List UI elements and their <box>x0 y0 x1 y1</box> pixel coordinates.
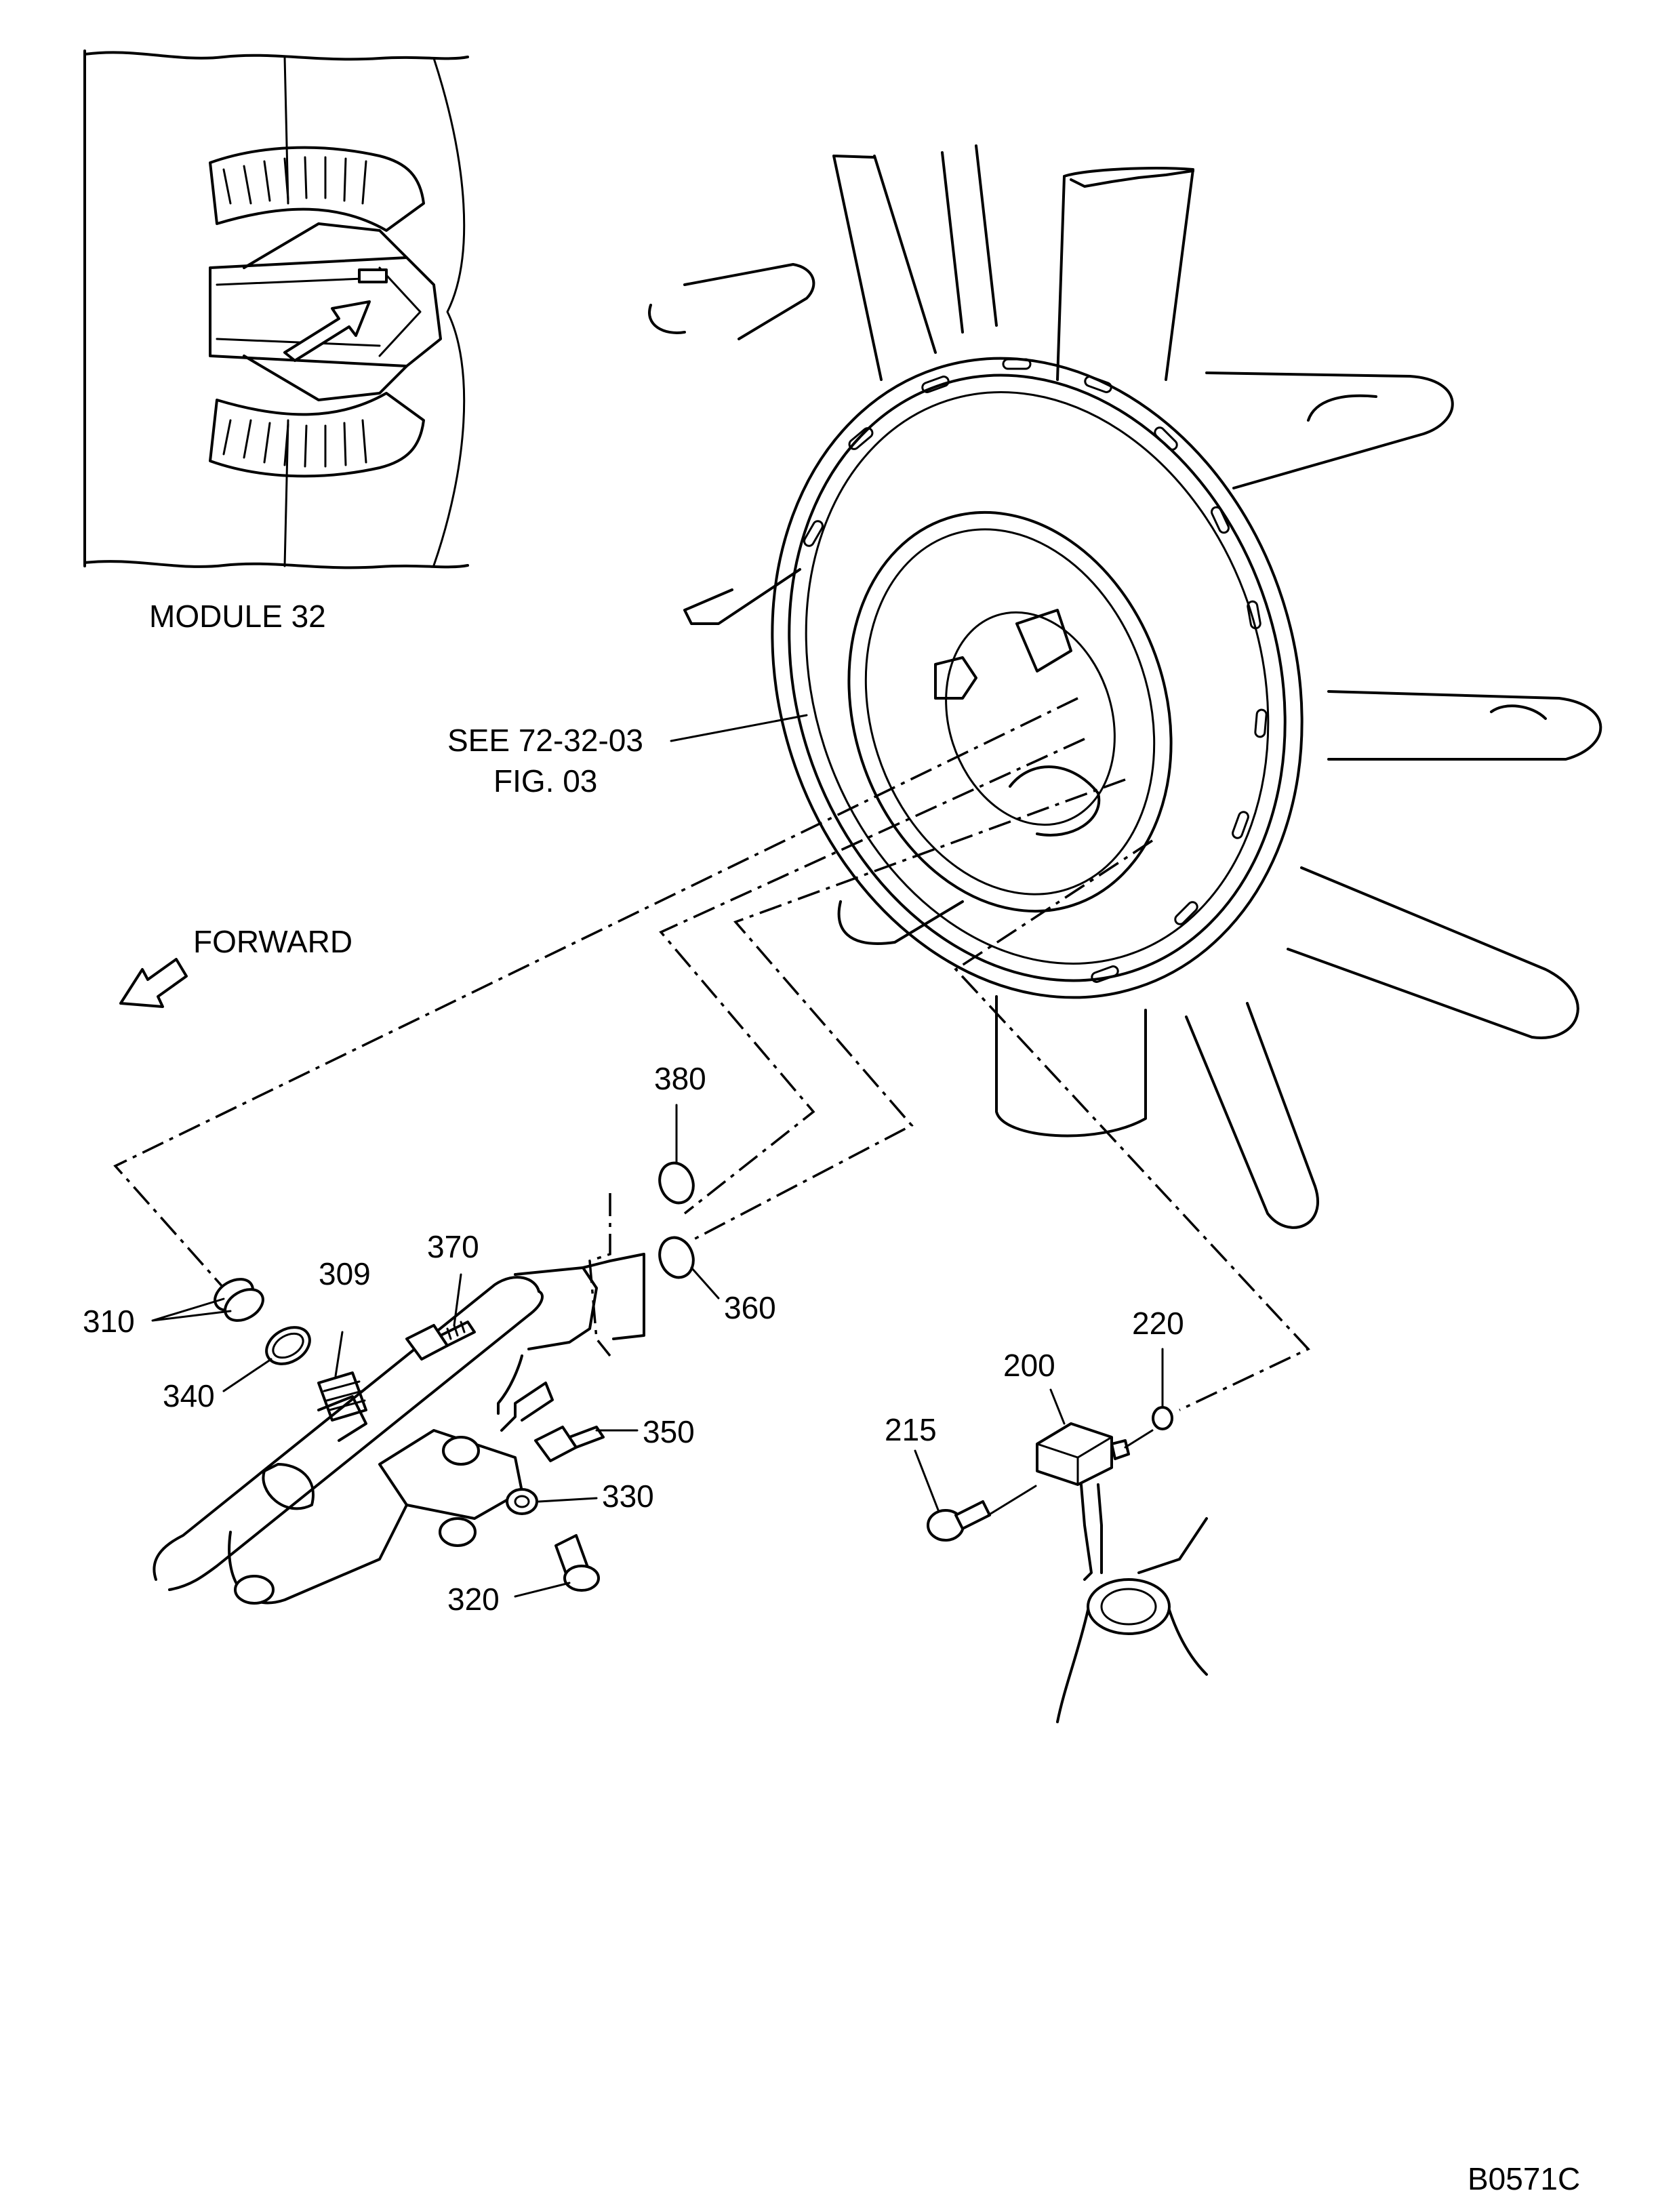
tube-assembly <box>153 1253 645 1605</box>
callout-360: 360 <box>724 1290 776 1325</box>
callout-309: 309 <box>319 1256 371 1291</box>
fitting-309 <box>317 1371 367 1422</box>
ring-340 <box>265 1326 311 1365</box>
callout-340: 340 <box>163 1378 215 1413</box>
frame-assembly <box>648 144 1602 1229</box>
callout-350: 350 <box>643 1414 695 1449</box>
washer-330 <box>506 1488 538 1515</box>
reference-line-2: FIG. 03 <box>493 763 597 799</box>
ring-380 <box>658 1161 695 1205</box>
forward-arrow-icon <box>119 958 188 1008</box>
callout-numbers: 380 310 309 370 360 340 350 330 320 220 … <box>83 1061 1184 1617</box>
callout-215: 215 <box>885 1412 937 1447</box>
outer-ring <box>771 357 1304 999</box>
callout-leaders <box>151 1104 1164 1598</box>
module-inset: MODULE 32 <box>83 49 469 634</box>
location-arrow <box>283 300 371 362</box>
bolt-370 <box>405 1321 476 1361</box>
callout-220: 220 <box>1132 1306 1184 1341</box>
bolt-350 <box>534 1426 605 1462</box>
seal-220 <box>1152 1406 1173 1430</box>
boss-port <box>1087 1578 1171 1635</box>
callout-200: 200 <box>1003 1348 1055 1383</box>
forward-indicator: FORWARD <box>119 924 352 1008</box>
callout-310: 310 <box>83 1304 135 1339</box>
inner-hub <box>847 510 1173 913</box>
ring-360 <box>658 1236 695 1279</box>
alignment-lines <box>113 697 1310 1411</box>
callout-330: 330 <box>602 1479 654 1514</box>
callout-380: 380 <box>654 1061 706 1096</box>
sensor-group <box>927 1406 1208 1723</box>
reference-line-1: SEE 72-32-03 <box>447 723 643 758</box>
forward-label: FORWARD <box>193 924 352 959</box>
ring-310-b <box>224 1288 264 1322</box>
highlight-mark <box>358 268 388 283</box>
drawing-id: B0571C <box>1468 2161 1580 2196</box>
inset-label: MODULE 32 <box>149 599 326 634</box>
callout-370: 370 <box>427 1229 479 1264</box>
reference-leader <box>670 714 808 742</box>
bolt-320 <box>554 1534 600 1592</box>
sensor-200 <box>1036 1422 1113 1486</box>
callout-320: 320 <box>447 1582 500 1617</box>
